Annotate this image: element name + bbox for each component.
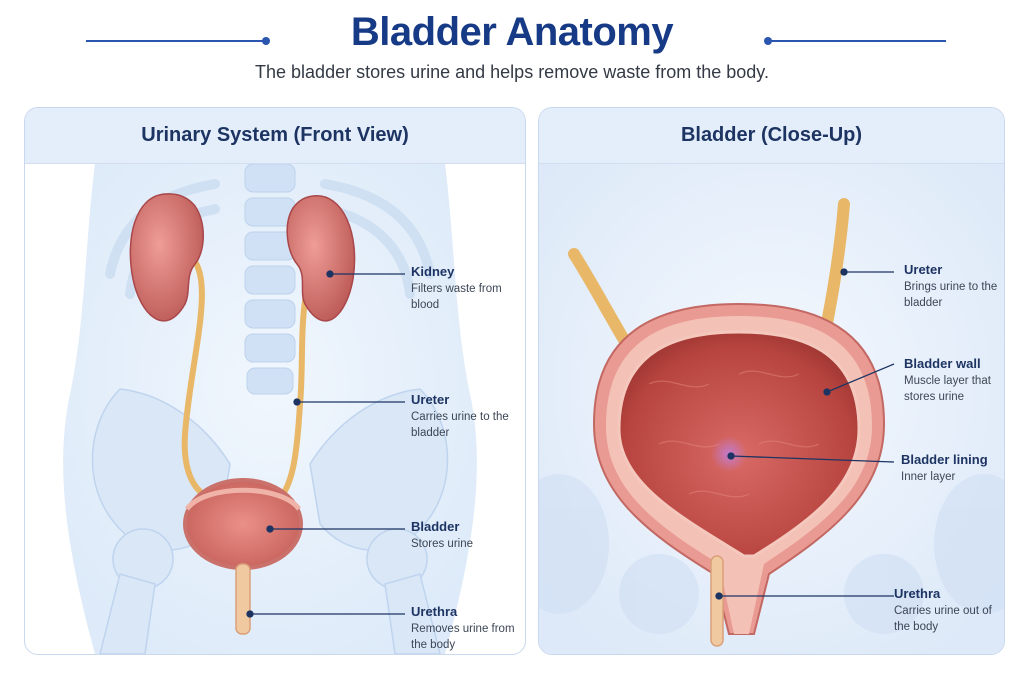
leader-lines bbox=[246, 270, 405, 618]
label-ureter: Ureter Carries urine to the bladder bbox=[411, 392, 521, 441]
title-rule-left bbox=[86, 40, 266, 42]
label-bladder-title: Bladder bbox=[411, 519, 460, 534]
urinary-system-panel: Urinary System (Front View) bbox=[24, 107, 526, 655]
pelvis bbox=[91, 388, 449, 654]
page-title: Bladder Anatomy bbox=[350, 10, 674, 54]
closeup-leader-lines bbox=[715, 268, 895, 600]
label-ureter-desc: Carries urine to the bladder bbox=[411, 411, 509, 439]
title-rule-right bbox=[768, 40, 946, 42]
closeup-label-ureter: Ureter Brings urine to the bladder bbox=[904, 262, 1004, 311]
right-kidney bbox=[286, 195, 356, 322]
label-kidney-desc: Filters waste from blood bbox=[411, 283, 502, 311]
label-urethra: Urethra Removes urine from the body bbox=[411, 604, 521, 653]
spine bbox=[244, 164, 296, 395]
closeup-label-bladder-lining-desc: Inner layer bbox=[901, 471, 956, 483]
left-kidney bbox=[129, 193, 204, 322]
urinary-system-illustration-area: Kidney Filters waste from blood Ureter C… bbox=[25, 164, 525, 654]
label-ureter-title: Ureter bbox=[411, 392, 450, 407]
closeup-label-bladder-lining: Bladder lining Inner layer bbox=[901, 452, 1004, 485]
closeup-label-ureter-title: Ureter bbox=[904, 262, 943, 277]
pelvic-bones bbox=[539, 474, 1004, 634]
page-subtitle: The bladder stores urine and helps remov… bbox=[255, 62, 769, 82]
bladder-closeup-illustration-area: Ureter Brings urine to the bladder Bladd… bbox=[539, 164, 1004, 654]
label-kidney: Kidney Filters waste from blood bbox=[411, 264, 521, 313]
closeup-urethra bbox=[710, 555, 724, 647]
urinary-system-panel-title: Urinary System (Front View) bbox=[25, 108, 525, 164]
closeup-label-urethra: Urethra Carries urine out of the body bbox=[894, 586, 1004, 635]
left-ureter bbox=[181, 256, 206, 497]
closeup-label-urethra-title: Urethra bbox=[894, 586, 941, 601]
closeup-label-ureter-desc: Brings urine to the bladder bbox=[904, 281, 998, 309]
closeup-label-urethra-desc: Carries urine out of the body bbox=[894, 605, 992, 633]
bladder bbox=[183, 478, 303, 570]
title-rule-left-dot bbox=[262, 37, 270, 45]
urinary-system-illustration bbox=[63, 164, 477, 654]
closeup-label-bladder-wall: Bladder wall Muscle layer that stores ur… bbox=[904, 356, 1004, 405]
bladder-rim bbox=[184, 487, 302, 511]
label-urethra-desc: Removes urine from the body bbox=[411, 623, 515, 651]
closeup-label-bladder-lining-title: Bladder lining bbox=[901, 452, 988, 467]
bladder-closeup-illustration bbox=[539, 164, 1004, 654]
bladder-closeup-panel: Bladder (Close-Up) bbox=[538, 107, 1005, 655]
label-kidney-title: Kidney bbox=[411, 264, 455, 279]
label-urethra-title: Urethra bbox=[411, 604, 458, 619]
label-bladder: Bladder Stores urine bbox=[411, 519, 521, 552]
label-bladder-desc: Stores urine bbox=[411, 538, 474, 550]
closeup-label-bladder-wall-desc: Muscle layer that stores urine bbox=[904, 375, 991, 403]
closeup-label-bladder-wall-title: Bladder wall bbox=[904, 356, 981, 371]
title-rule-right-dot bbox=[764, 37, 772, 45]
urethra bbox=[235, 563, 251, 635]
bladder-closeup-panel-title: Bladder (Close-Up) bbox=[539, 108, 1004, 164]
